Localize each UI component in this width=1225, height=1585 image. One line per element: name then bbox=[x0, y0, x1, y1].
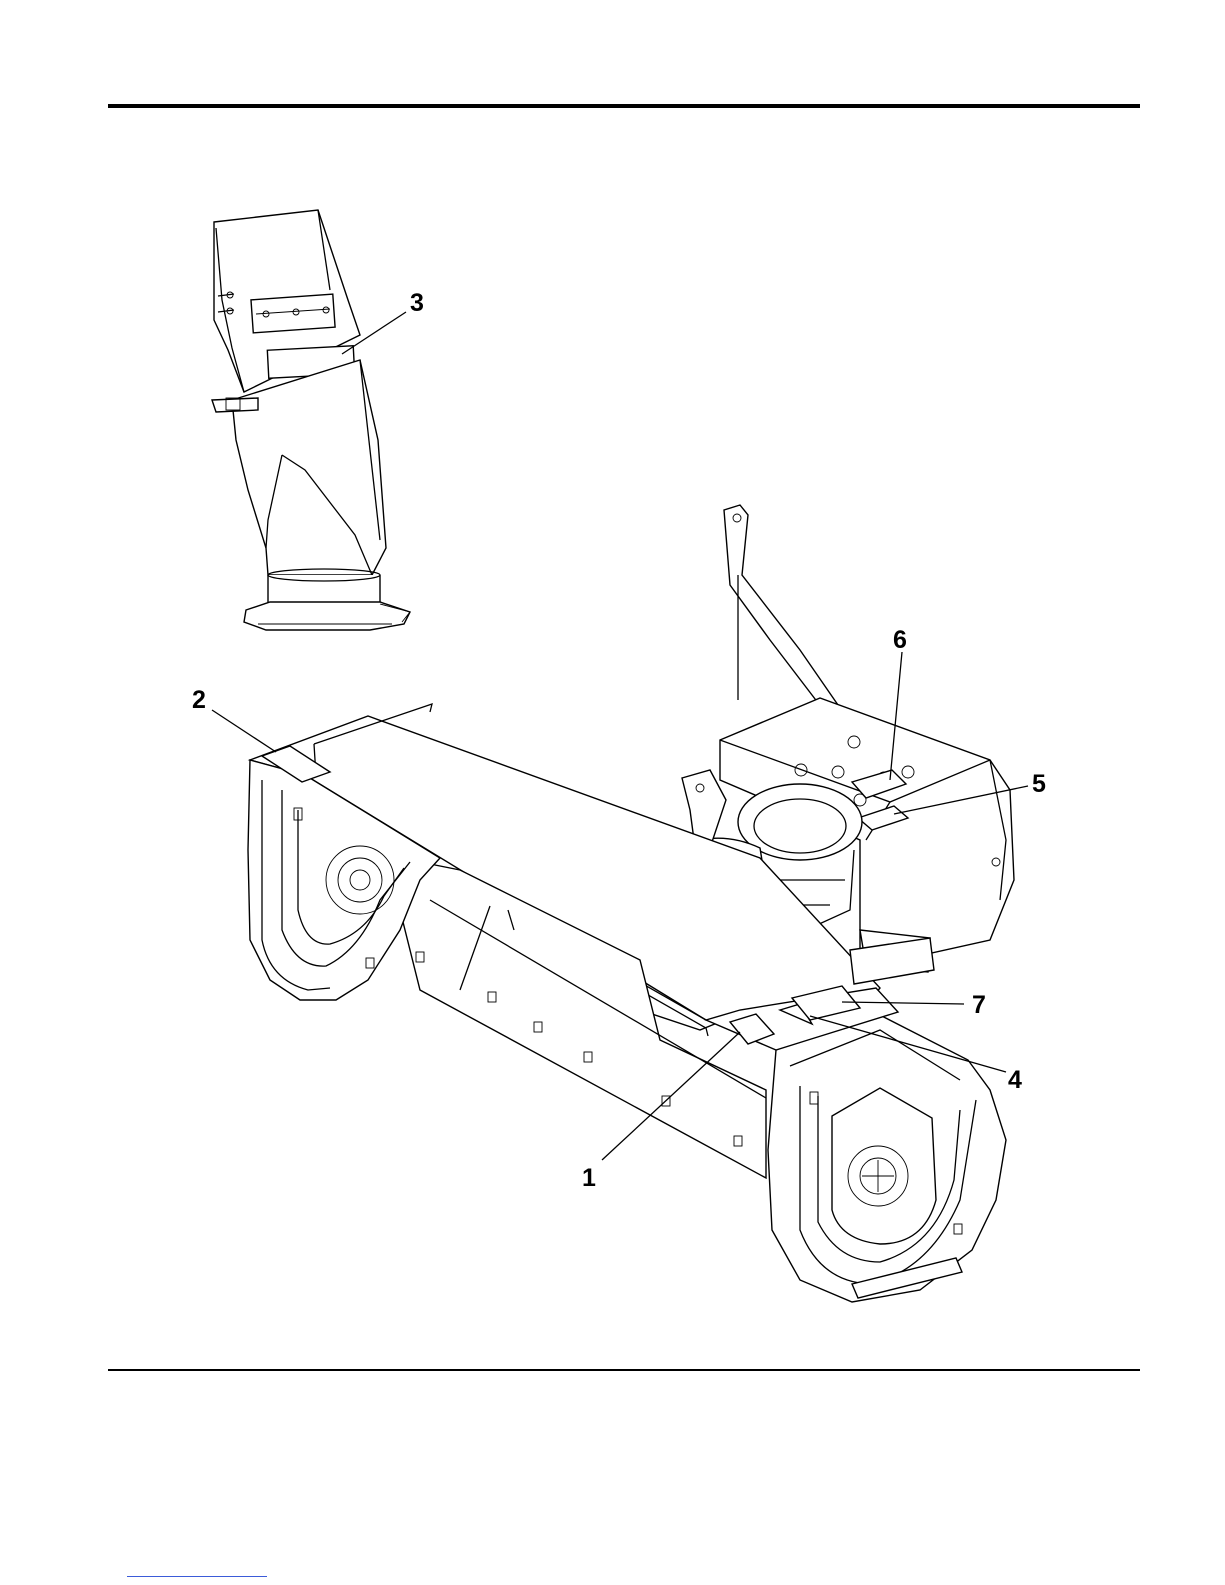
callout-6: 6 bbox=[893, 626, 907, 654]
callout-1: 1 bbox=[582, 1164, 596, 1192]
callout-2: 2 bbox=[192, 686, 206, 714]
callout-5: 5 bbox=[1032, 770, 1046, 798]
callout-7: 7 bbox=[972, 991, 986, 1019]
callout-4: 4 bbox=[1008, 1066, 1022, 1094]
discharge-chute bbox=[212, 210, 410, 630]
callout-3: 3 bbox=[410, 289, 424, 317]
